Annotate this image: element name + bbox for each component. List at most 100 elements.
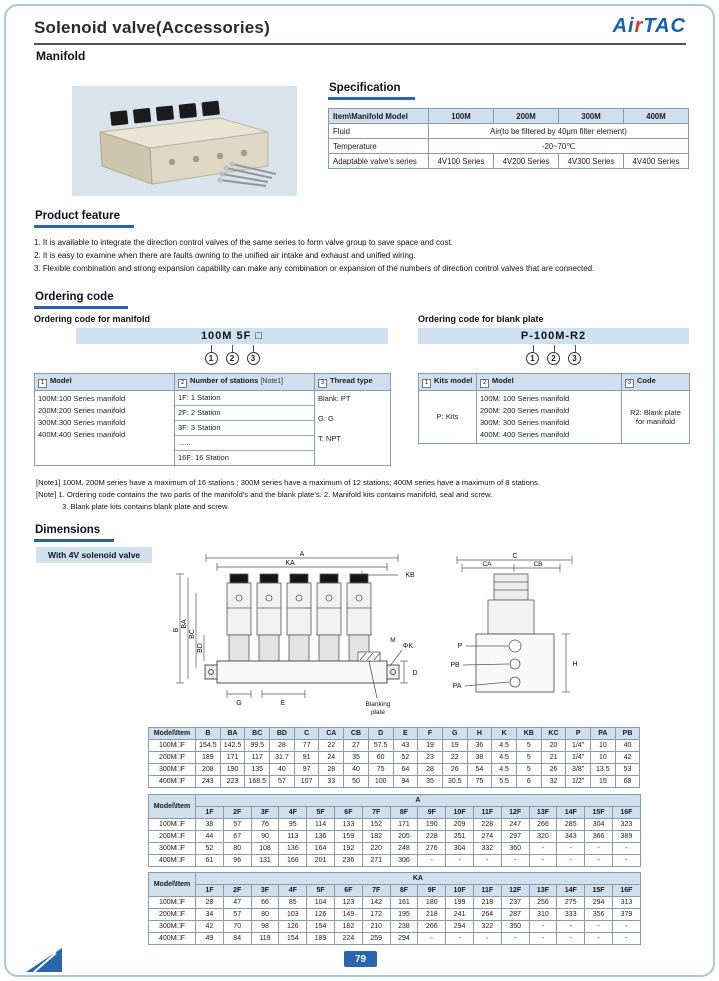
dim-label-B: B: [173, 627, 180, 632]
dimensions-section: Dimensions: [34, 520, 115, 542]
table-cell: 366: [584, 830, 613, 843]
table-cell: 161: [389, 896, 419, 909]
option: 300M: 300 Series manifold: [480, 417, 570, 427]
table-header-cell: 5F: [306, 806, 335, 819]
table-cell: 208: [195, 763, 221, 776]
table-cell: 218: [472, 896, 502, 909]
option: 100M:100 Series manifold: [38, 393, 126, 403]
column-header: Kits model: [434, 376, 473, 385]
table-cell: 182: [361, 830, 391, 843]
table-cell: 154: [306, 920, 335, 933]
table-cell: 97: [293, 763, 320, 776]
feature-list: 1. It is available to integrate the dire…: [34, 236, 689, 275]
table-cell: 142: [361, 896, 391, 909]
table-cell: 400M□F: [148, 932, 196, 945]
table-cell: 320: [528, 830, 558, 843]
table-cell: 192: [333, 842, 363, 855]
table-cell: 84: [222, 932, 252, 945]
brand-logo: AirTAC: [613, 15, 686, 38]
table-header-cell: CA: [318, 727, 345, 740]
option: 1F: 1 Station: [175, 391, 314, 406]
table-cell: 5: [515, 763, 542, 776]
table-cell: 100: [367, 775, 394, 788]
table-cell: 306: [389, 854, 419, 867]
model-options-cell: 100M:100 Series manifold 200M:200 Series…: [34, 389, 175, 466]
table-header-cell: 15F: [584, 884, 613, 897]
dim-label-G: G: [236, 700, 241, 707]
table-cell: -: [528, 842, 558, 855]
table-cell: 264: [472, 908, 502, 921]
brand-part: TAC: [643, 15, 686, 37]
table-header-cell: 6F: [333, 806, 363, 819]
table-cell: 66: [250, 896, 280, 909]
table-header-cell: 8F: [389, 884, 419, 897]
table-cell: 189: [306, 932, 335, 945]
table-cell: 323: [611, 818, 641, 831]
option: 2F: 2 Station: [175, 406, 314, 421]
table-cell: -: [556, 920, 586, 933]
table-cell: 50: [343, 775, 369, 788]
table-cell: 70: [222, 920, 252, 933]
table-cell: 241: [445, 908, 474, 921]
feature-item: 1. It is available to integrate the dire…: [34, 238, 453, 247]
table-cell: -: [584, 932, 613, 945]
table-cell: 300M□F: [148, 763, 196, 776]
table-cell: 60: [367, 751, 394, 764]
thread-options-cell: Blank: PT G: G T: NPT: [314, 389, 391, 466]
table-cell: -: [611, 854, 641, 867]
table-cell: 35: [417, 775, 443, 788]
table-cell: 35: [343, 751, 369, 764]
table-header-cell: E: [392, 727, 419, 740]
table-cell: 4V200 Series: [493, 153, 559, 169]
product-photo-manifold: [72, 86, 297, 196]
table-cell: 119: [250, 932, 280, 945]
table-header-cell: PB: [614, 727, 641, 740]
table-cell: 171: [389, 818, 419, 831]
table-header-cell: 15F: [584, 806, 613, 819]
table-header-cell: Model\Item: [148, 794, 196, 819]
marker-box-1: 1: [422, 378, 431, 388]
option: 16F: 16 Station: [178, 452, 229, 462]
airtac-footer-logo: [26, 948, 62, 973]
table-cell: 107: [293, 775, 320, 788]
table-header-cell: 12F: [500, 806, 530, 819]
table-cell: 152: [361, 818, 391, 831]
table-cell: 96: [222, 854, 252, 867]
dimension-lines-left: [176, 573, 205, 684]
table-cell: 200M□F: [148, 830, 196, 843]
stations-options-cell: 1F: 1 Station 2F: 2 Station 3F: 3 Statio…: [174, 389, 315, 466]
option: 400M: 400 Series manifold: [480, 429, 570, 439]
option: ......: [175, 436, 314, 451]
product-feature-section: Product feature 1. It is available to in…: [34, 206, 689, 275]
table-cell: -: [500, 932, 530, 945]
table-cell: -20~70℃: [428, 138, 689, 154]
table-header-cell: 11F: [472, 806, 502, 819]
table-header-cell: 4F: [278, 884, 308, 897]
table-cell: 108: [250, 842, 280, 855]
table-cell: 356: [584, 908, 613, 921]
table-header-cell: P: [565, 727, 591, 740]
note-tag: [Note1]: [260, 378, 284, 385]
table-header-cell: H: [466, 727, 493, 740]
dim-label-C: C: [512, 553, 517, 560]
dim-label-CB: CB: [533, 561, 542, 568]
table-header-cell: Item\Manifold Model: [328, 108, 429, 124]
column-header: Thread type: [330, 376, 373, 385]
table-header-cell: Model\Item: [148, 727, 196, 740]
blanking-plate-label: plate: [371, 709, 385, 716]
table-header-cell: Model\Item: [148, 872, 196, 897]
table-cell: 201: [306, 854, 335, 867]
table-cell: -: [556, 854, 586, 867]
table-cell: 228: [417, 830, 447, 843]
table-cell: 251: [445, 830, 474, 843]
table-header-cell: 16F: [611, 806, 641, 819]
